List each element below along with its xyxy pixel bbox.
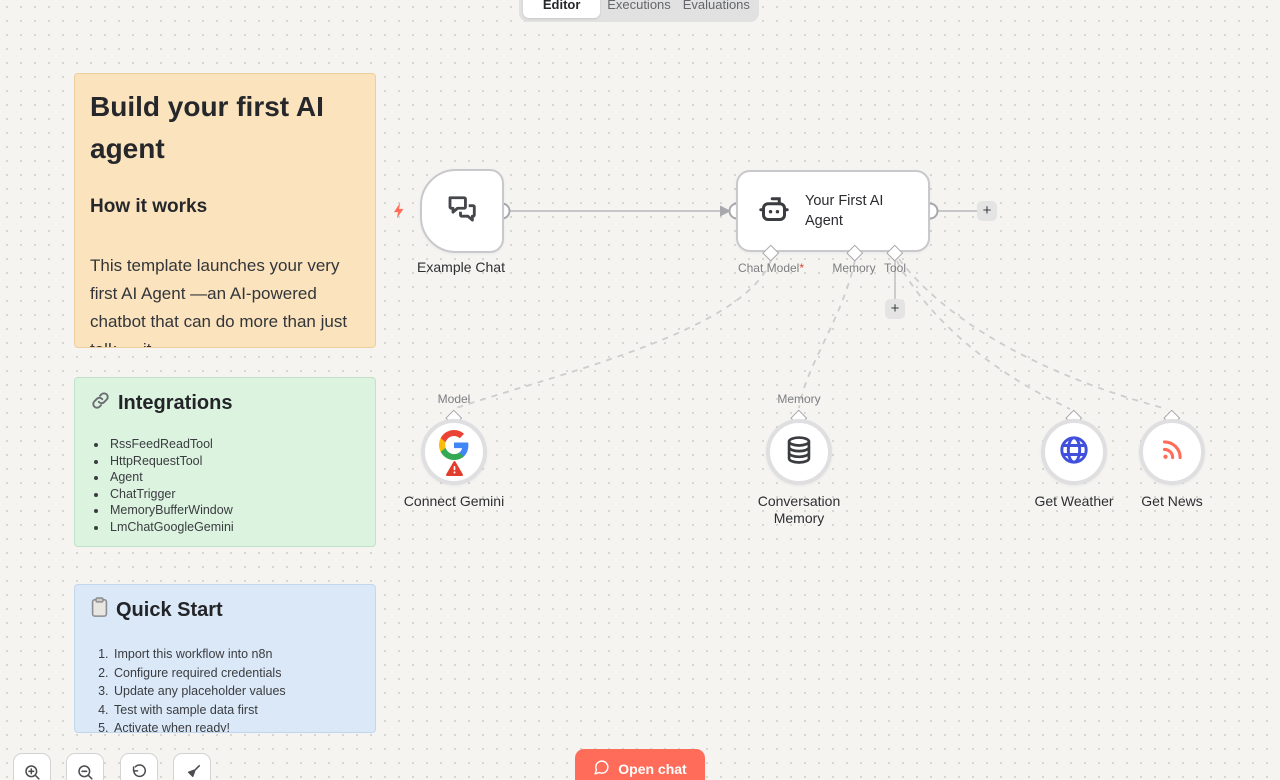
- open-chat-label: Open chat: [618, 761, 687, 777]
- zoom-out-button[interactable]: [66, 753, 104, 780]
- rss-icon: [1157, 435, 1187, 470]
- required-asterisk: *: [799, 261, 805, 275]
- google-gemini-icon: [439, 429, 469, 465]
- sticky-note-quick-start[interactable]: Quick Start Import this workflow into n8…: [74, 584, 376, 733]
- open-chat-button[interactable]: Open chat: [575, 749, 705, 780]
- note-section-heading: How it works: [90, 196, 208, 217]
- list-item: RssFeedReadTool: [108, 436, 360, 453]
- undo-icon: [132, 763, 146, 777]
- list-item: MemoryBufferWindow: [108, 502, 360, 519]
- add-node-button[interactable]: +: [977, 201, 997, 221]
- list-item: LmChatGoogleGemini: [108, 519, 360, 536]
- port-label-memory-sub: Memory: [777, 392, 821, 406]
- tidy-up-icon: [187, 764, 200, 777]
- tab-evaluations[interactable]: Evaluations: [682, 0, 750, 12]
- note-title: Quick Start: [116, 599, 223, 621]
- list-item: Agent: [108, 469, 360, 486]
- trigger-bolt-icon: [390, 200, 409, 226]
- list-item: ChatTrigger: [108, 486, 360, 503]
- link-icon: [90, 390, 111, 417]
- port-label-chat-model: Chat Model*: [737, 261, 805, 275]
- node-label-get-news: Get News: [1141, 493, 1203, 509]
- node-get-news[interactable]: [1139, 419, 1205, 485]
- list-item: Import this workflow into n8n: [112, 645, 360, 664]
- node-label-example-chat: Example Chat: [417, 259, 505, 275]
- node-your-first-ai-agent[interactable]: Your First AI Agent: [736, 170, 930, 252]
- view-tabbar: Editor Executions Evaluations: [519, 0, 759, 22]
- node-label-get-weather: Get Weather: [1034, 493, 1114, 509]
- node-label-agent: Your First AI Agent: [805, 193, 884, 229]
- list-item: Configure required credentials: [112, 664, 360, 683]
- quickstart-steps: Import this workflow into n8n Configure …: [112, 645, 360, 732]
- warning-icon: [445, 460, 463, 481]
- tidy-up-button[interactable]: [173, 753, 211, 780]
- zoom-in-button[interactable]: [13, 753, 51, 780]
- node-example-chat[interactable]: [420, 169, 504, 253]
- list-item: Activate when ready!: [112, 719, 360, 732]
- clipboard-icon: [90, 597, 109, 624]
- port-label-model: Model: [437, 392, 471, 406]
- list-item: Test with sample data first: [112, 701, 360, 720]
- tab-executions[interactable]: Executions: [607, 0, 671, 12]
- wire-arrowhead: [720, 205, 731, 217]
- database-icon: [782, 433, 816, 472]
- integrations-list: RssFeedReadTool HttpRequestTool Agent Ch…: [108, 436, 360, 535]
- sticky-note-integrations[interactable]: Integrations RssFeedReadTool HttpRequest…: [74, 377, 376, 547]
- zoom-in-icon: [24, 764, 40, 780]
- chat-icon: [593, 759, 610, 779]
- list-item: Update any placeholder values: [112, 682, 360, 701]
- note-title: Build your first AI agent: [90, 91, 324, 164]
- node-conversation-memory[interactable]: [766, 419, 832, 485]
- note-body: This template launches your very first A…: [90, 256, 348, 347]
- note-title: Integrations: [118, 392, 233, 414]
- robot-icon: [756, 191, 792, 232]
- undo-button[interactable]: [120, 753, 158, 780]
- port-label-tool: Tool: [883, 261, 906, 275]
- zoom-out-icon: [77, 764, 93, 780]
- node-label-conversation-memory: Conversation Memory: [757, 493, 841, 526]
- tab-editor[interactable]: Editor: [523, 0, 601, 18]
- node-get-weather[interactable]: [1041, 419, 1107, 485]
- globe-icon: [1057, 433, 1091, 472]
- node-connect-gemini[interactable]: [421, 419, 487, 485]
- port-label-memory: Memory: [832, 261, 876, 275]
- node-label-connect-gemini: Connect Gemini: [403, 493, 505, 509]
- add-tool-button[interactable]: +: [885, 299, 905, 319]
- list-item: HttpRequestTool: [108, 453, 360, 470]
- sticky-note-build-agent[interactable]: Build your first AI agent How it works T…: [74, 73, 376, 348]
- chat-bubbles-icon: [444, 191, 480, 232]
